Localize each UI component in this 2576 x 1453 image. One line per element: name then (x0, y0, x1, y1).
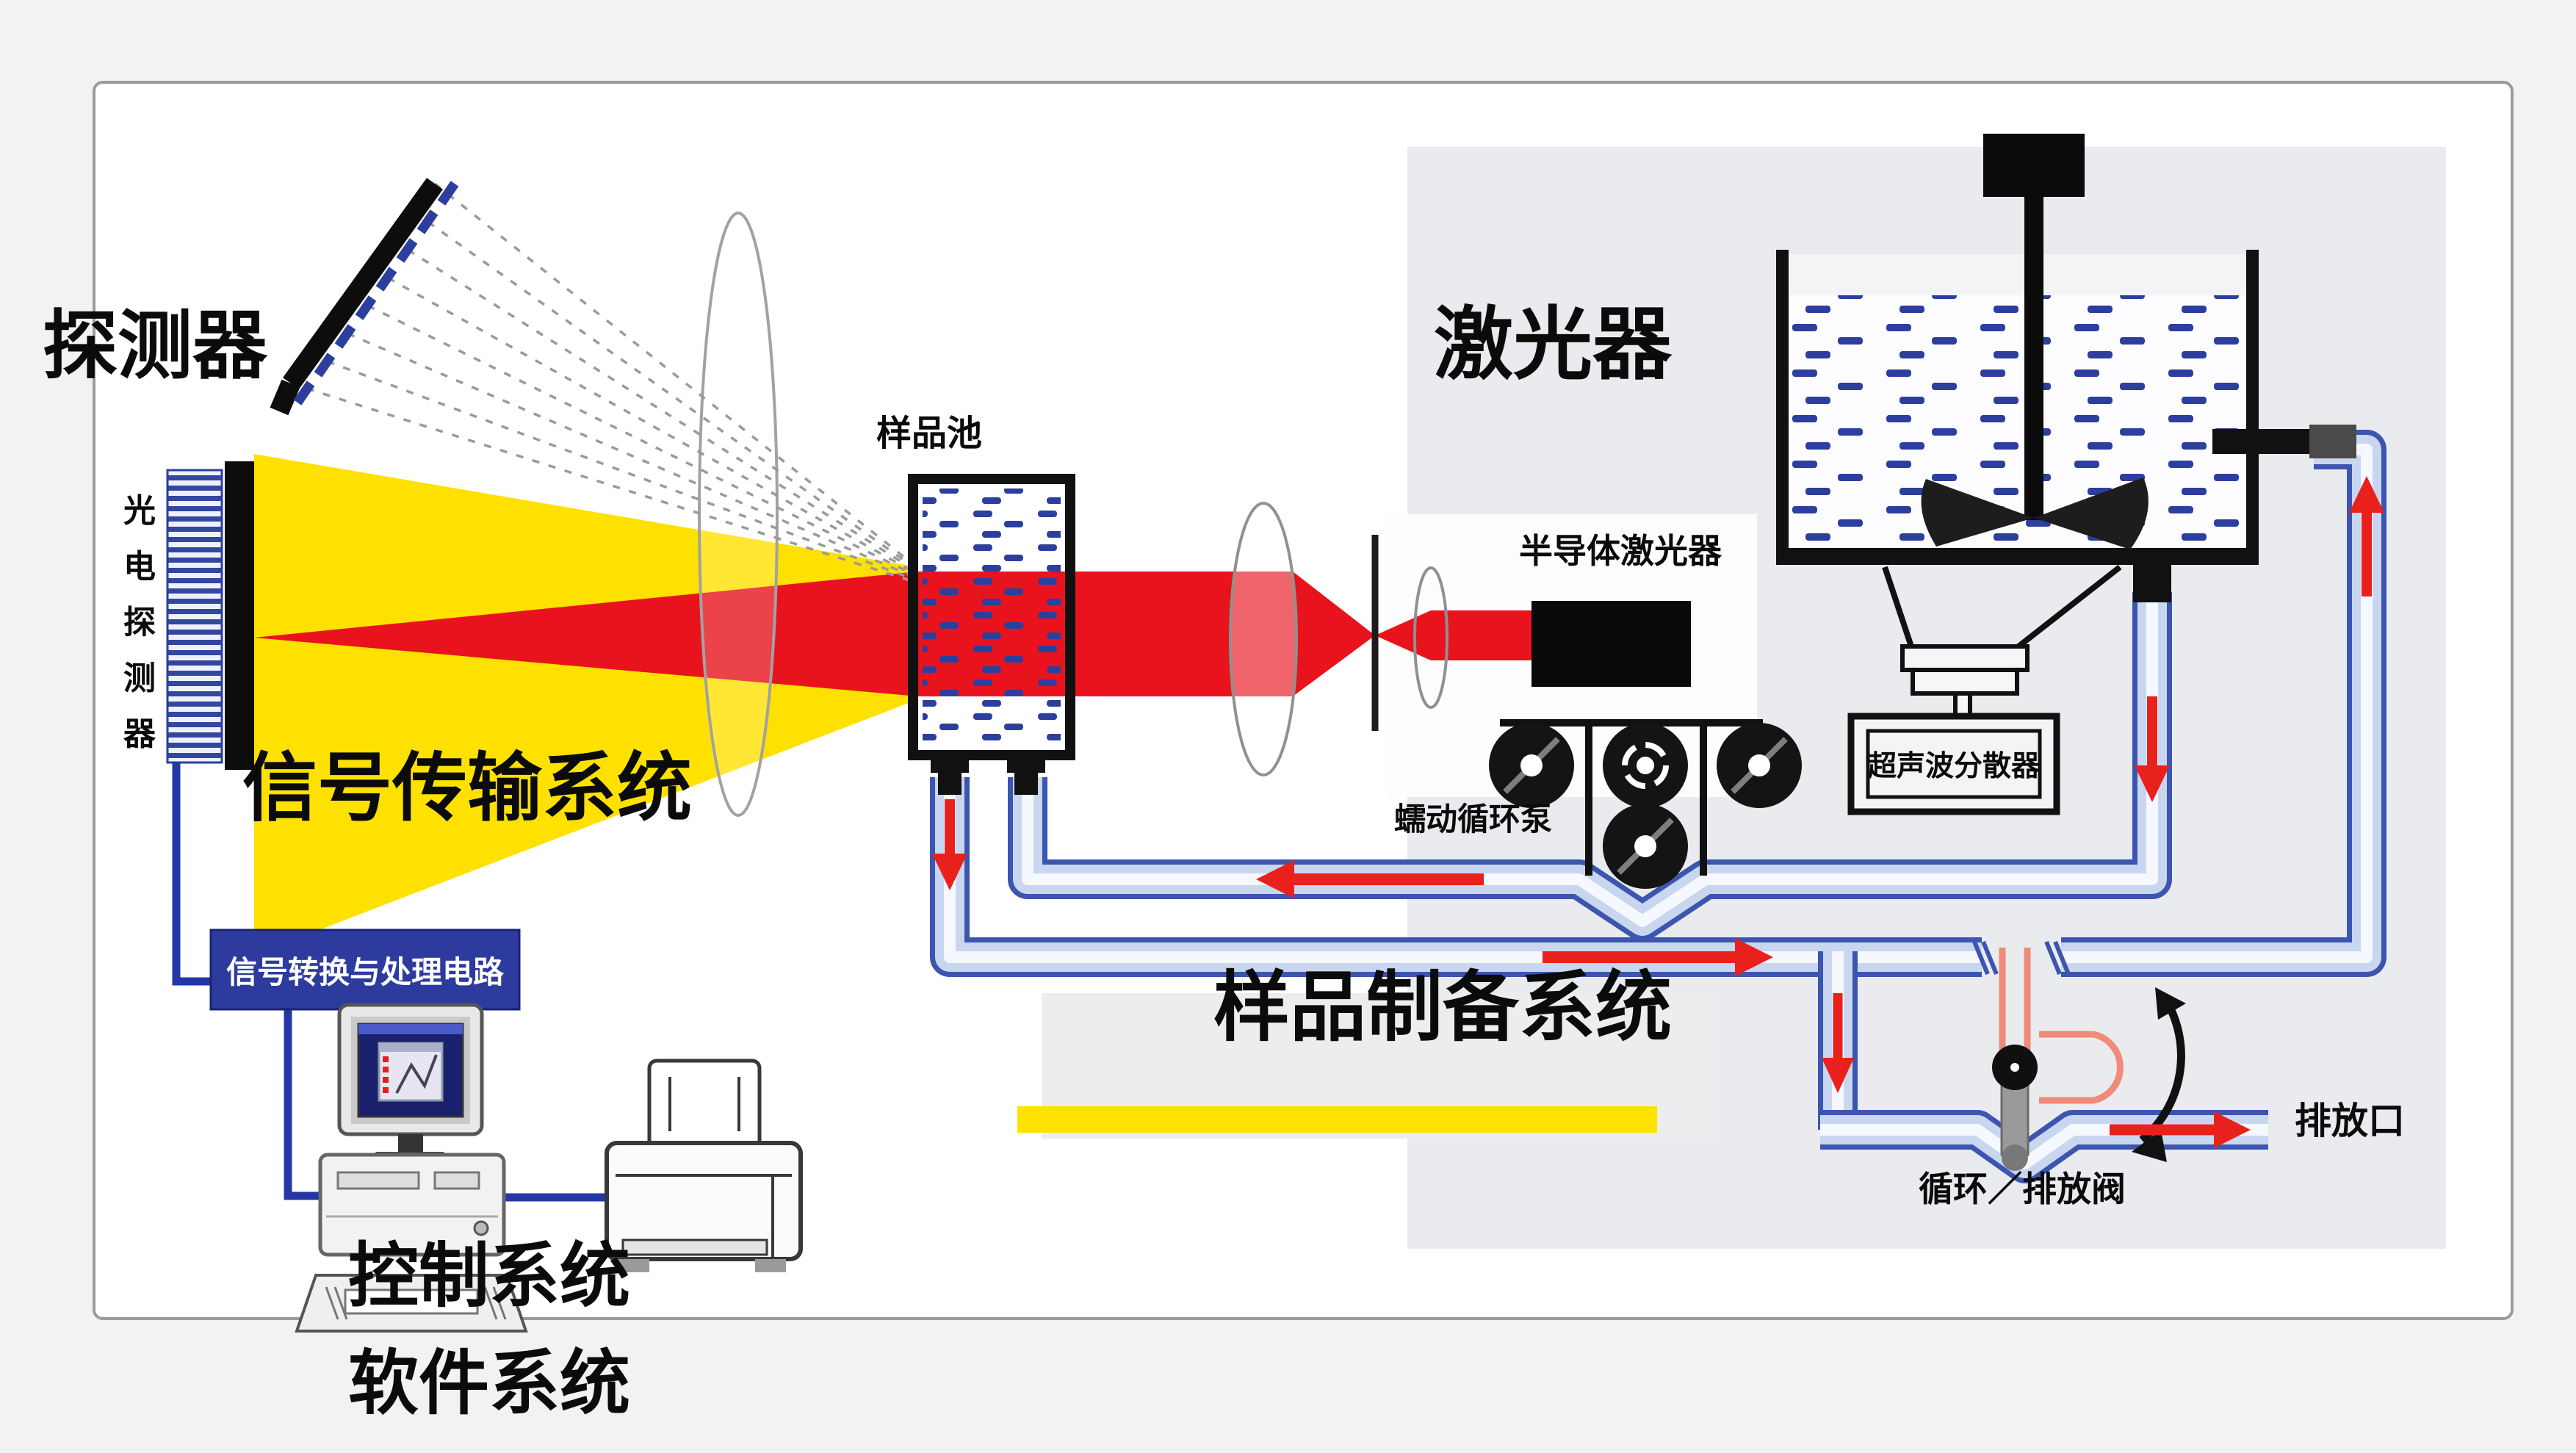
yellow-underline (1017, 1106, 1657, 1133)
ultrasonic-disperser-label: 超声波分散器 (1867, 751, 2040, 782)
signal-box-icon (209, 929, 521, 1011)
laser-label: 激光器 (1434, 300, 1673, 389)
tank-outlet-clamp-icon (2133, 564, 2171, 602)
detector-bar-icon (270, 178, 459, 416)
software-system-label: 软件系统 (348, 1344, 630, 1423)
signal-box-label: 信号转换与处理电路 (226, 954, 504, 989)
flow-arrow-drain-right (2110, 1111, 2251, 1148)
flow-arrows (932, 476, 2384, 1148)
sample-cell-label: 样品池 (876, 414, 983, 453)
flow-arrow-right (1543, 938, 1773, 976)
tank-inlet-nozzle-icon (2212, 429, 2309, 454)
signal-wire (172, 762, 610, 1202)
flow-arrow-riser-up (2349, 476, 2384, 596)
laser-diode-icon (1531, 601, 1691, 687)
semiconductor-laser-label: 半导体激光器 (1519, 532, 1722, 570)
collimating-lens-icon (1229, 502, 1298, 776)
funnel-icon (1882, 564, 2122, 721)
fourier-lens-icon (698, 212, 779, 817)
control-system-label: 控制系统 (348, 1237, 630, 1316)
scattered-beam-yellow (254, 454, 918, 955)
flow-arrow-cell-down (932, 799, 967, 890)
screen-window-icon (378, 1042, 444, 1102)
printer-icon (605, 1059, 803, 1272)
stir-tank-icon (1776, 134, 2356, 602)
detector-label: 探测器 (43, 304, 267, 388)
flow-arrow-tank-down (2135, 696, 2170, 802)
valve-label: 循环／排放阀 (1919, 1169, 2126, 1208)
valve-icon (1972, 933, 2186, 1171)
focusing-lens-icon (1413, 566, 1448, 709)
signal-transmission-label: 信号传输系统 (242, 746, 692, 830)
flow-arrow-left (1256, 860, 1484, 898)
photodetector-array-icon (166, 461, 254, 770)
stirrer-motor-icon (1983, 134, 2085, 197)
impeller-icon (1921, 477, 2149, 549)
pump-label: 蠕动循环泵 (1394, 802, 1552, 837)
pipe-return-loop (1008, 592, 2172, 941)
drain-outlet-label: 排放口 (2295, 1100, 2405, 1142)
sample-cell-icon (908, 474, 1075, 795)
scatter-rays (290, 182, 918, 584)
keyboard-icon (295, 1274, 528, 1333)
flow-arrow-branch-down (1822, 993, 1854, 1093)
photodetector-label: 光电探测器 (123, 493, 156, 752)
computer-icon (318, 1003, 506, 1257)
ultrasonic-disperser-icon (1847, 713, 2060, 815)
pump-icon (1489, 719, 1802, 889)
sample-preparation-label: 样品制备系统 (1213, 965, 1673, 1050)
